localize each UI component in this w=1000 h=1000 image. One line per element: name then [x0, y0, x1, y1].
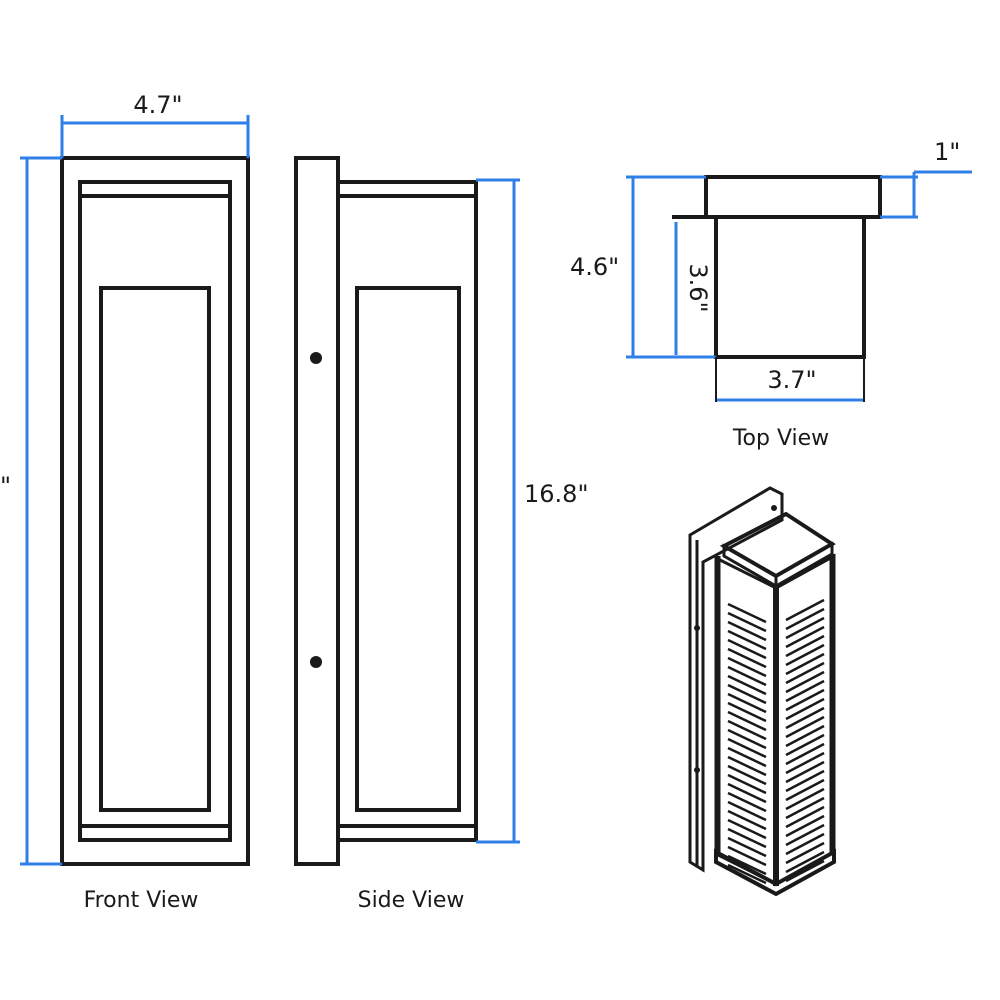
front-height-label: " — [0, 472, 11, 500]
louver-slat — [785, 643, 825, 667]
louver-slat — [727, 827, 767, 849]
louver-slat — [785, 787, 825, 811]
louver-slat — [785, 778, 825, 802]
louver-slat — [727, 863, 767, 885]
louver-slat — [727, 647, 767, 669]
front-top-cap — [78, 180, 232, 198]
louver-slat — [727, 773, 767, 795]
louver-slat — [785, 859, 825, 883]
louver-slat — [785, 796, 825, 820]
louver-slat — [727, 665, 767, 687]
louver-slat — [785, 805, 825, 829]
louver-slat — [727, 611, 767, 633]
louver-slat — [785, 733, 825, 757]
louver-slat — [785, 832, 825, 856]
side-bottom-cap — [336, 824, 478, 842]
top-view-caption: Top View — [732, 426, 829, 451]
louver-slat — [727, 620, 767, 642]
top-plate — [704, 175, 882, 219]
louver-slat — [727, 629, 767, 651]
louver-slat — [727, 638, 767, 660]
louver-slat — [785, 724, 825, 748]
front-bottom-cap — [78, 824, 232, 842]
iso-screw-cap — [771, 505, 777, 511]
louver-slat — [785, 661, 825, 685]
side-mount-screw-bottom — [310, 656, 322, 668]
louver-slat — [727, 755, 767, 777]
iso-screw-top — [694, 625, 700, 631]
louver-slat — [727, 764, 767, 786]
front-view: 4.7" " Front View — [0, 91, 250, 913]
iso-louvers-left — [727, 602, 767, 885]
louver-slat — [727, 683, 767, 705]
louver-slat — [785, 634, 825, 658]
louver-slat — [727, 674, 767, 696]
louver-slat — [785, 679, 825, 703]
front-panel — [99, 286, 211, 812]
louver-slat — [785, 823, 825, 847]
louver-slat — [785, 697, 825, 721]
louver-slat — [785, 742, 825, 766]
side-view-caption: Side View — [358, 888, 465, 913]
louver-slat — [727, 836, 767, 858]
top-view: 4.6" 3.6" 1" 3.7" Top View — [570, 138, 972, 451]
side-view: 16.8" Side View — [294, 156, 588, 913]
louver-slat — [785, 814, 825, 838]
side-body — [336, 194, 478, 828]
louver-slat — [785, 598, 825, 622]
louver-slat — [785, 670, 825, 694]
louver-slat — [785, 850, 825, 874]
iso-louvers-right — [785, 598, 825, 883]
iso-screw-bottom — [694, 767, 700, 773]
louver-slat — [727, 701, 767, 723]
iso-top-cap-side — [774, 541, 834, 589]
side-top-cap — [336, 180, 478, 198]
louver-slat — [727, 782, 767, 804]
front-width-label: 4.7" — [133, 91, 182, 119]
louver-slat — [727, 746, 767, 768]
louver-slat — [727, 818, 767, 840]
louver-slat — [727, 692, 767, 714]
top-plate-label: 1" — [934, 138, 960, 166]
front-view-caption: Front View — [84, 888, 199, 913]
side-mount-screw-top — [310, 352, 322, 364]
iso-backplate — [688, 486, 784, 873]
iso-bottom-cap — [714, 848, 836, 897]
side-backplate — [294, 156, 340, 866]
top-body — [714, 215, 866, 359]
top-depth-label: 4.6" — [570, 253, 619, 281]
louver-slat — [727, 791, 767, 813]
louver-slat — [785, 841, 825, 865]
louver-slat — [727, 719, 767, 741]
louver-slat — [727, 728, 767, 750]
louver-slat — [727, 710, 767, 732]
isometric-view — [688, 486, 836, 897]
louver-slat — [727, 845, 767, 867]
louver-slat — [727, 737, 767, 759]
side-panel — [355, 286, 461, 812]
louver-slat — [785, 607, 825, 631]
louver-slat — [785, 706, 825, 730]
top-inner-label: 3.6" — [684, 263, 712, 312]
louver-slat — [727, 809, 767, 831]
louver-slat — [727, 602, 767, 624]
front-outer-frame — [60, 156, 250, 866]
side-height-label: 16.8" — [524, 480, 588, 508]
louver-slat — [785, 625, 825, 649]
louver-slat — [727, 656, 767, 678]
louver-slat — [727, 800, 767, 822]
top-width-label: 3.7" — [767, 366, 816, 394]
louver-slat — [785, 715, 825, 739]
louver-slat — [785, 751, 825, 775]
louver-slat — [727, 854, 767, 876]
louver-slat — [785, 769, 825, 793]
louver-slat — [785, 688, 825, 712]
louver-slat — [785, 616, 825, 640]
louver-slat — [785, 760, 825, 784]
front-body — [78, 194, 232, 828]
louver-slat — [785, 652, 825, 676]
